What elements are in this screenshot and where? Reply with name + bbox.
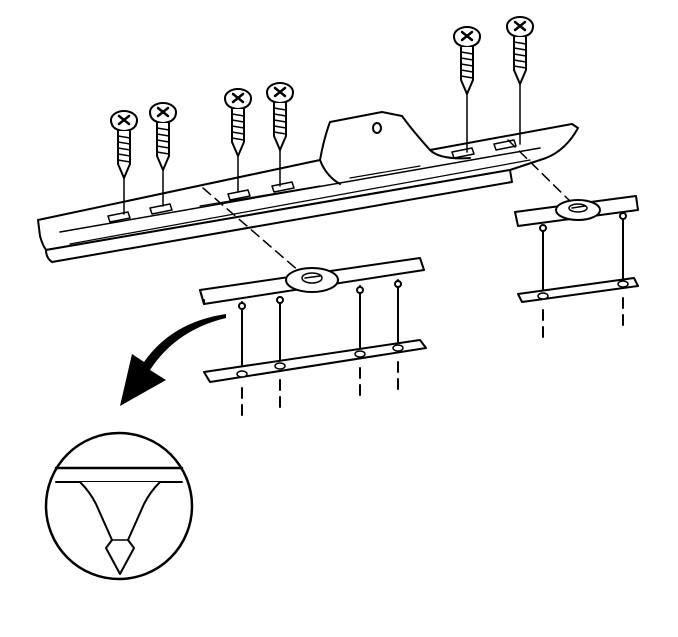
retainer-large: [199, 257, 425, 373]
screw-1: [109, 109, 139, 215]
mounting-plate-large: [203, 339, 427, 423]
retainer-small: [514, 195, 639, 297]
mounting-plate-small: [517, 277, 639, 345]
sill-plate-panel: [37, 111, 579, 263]
screw-5: [452, 25, 482, 153]
detail-arrow: [120, 314, 226, 406]
screw-6: [505, 15, 535, 145]
fastener-tip-detail: [44, 431, 194, 581]
screw-4: [265, 81, 295, 187]
screw-3: [223, 87, 253, 193]
leader-lines: [202, 139, 575, 273]
screw-2: [148, 101, 178, 207]
